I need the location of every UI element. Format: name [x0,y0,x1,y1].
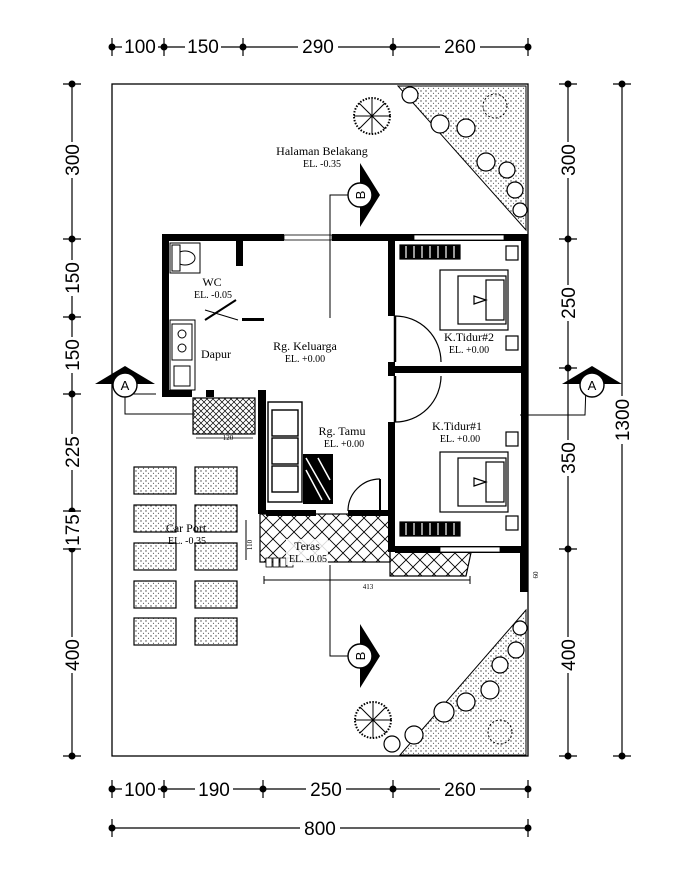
label-terrace-width: 413 [363,583,374,591]
elev-wc: EL. -0.05 [194,290,232,301]
section-marker-a-left: A [95,366,155,398]
section-label-a-right: A [588,378,597,393]
label-bedroom-1: K.Tidur#1 [432,419,482,433]
label-living-room: Rg. Tamu [319,424,366,438]
dim-top-4: 260 [444,37,476,58]
section-marker-a-right: A [562,366,622,398]
label-kitchen: Dapur [201,347,231,361]
door-swings [204,299,442,512]
dim-bottom-4: 260 [444,780,476,801]
room-labels: Halaman Belakang EL. -0.35 WC EL. -0.05 … [166,144,540,591]
elev-living-room: EL. +0.00 [324,439,364,450]
dim-right-1: 300 [559,144,580,176]
section-marker-b-bottom: B [347,624,380,688]
dim-left-1: 300 [63,144,84,176]
toilet [169,242,201,274]
label-kitchen-bench: 120 [223,434,234,442]
dim-right-2: 250 [559,287,580,319]
label-backyard: Halaman Belakang [276,144,368,158]
elev-backyard: EL. -0.35 [303,159,341,170]
label-terrace: Teras [294,539,320,553]
garden-bottom-right [354,608,528,756]
section-marker-b-top: B [347,163,380,227]
section-label-b-top: B [353,191,368,200]
dim-top-2: 150 [187,37,219,58]
dim-left-5: 175 [63,514,84,546]
dimension-labels: 100 150 290 260 100 190 250 260 800 300 … [63,36,634,840]
elev-family-room: EL. +0.00 [285,354,325,365]
section-label-b-bottom: B [353,652,368,661]
section-label-a-left: A [121,378,130,393]
dim-bottom-2: 190 [198,780,230,801]
elev-carport: EL. -0.35 [168,536,206,547]
palm-bottom [355,702,391,738]
dim-top-3: 290 [302,37,334,58]
dim-total-height: 1300 [613,399,634,441]
dim-left-3: 150 [63,339,84,371]
carport-paving [133,466,238,646]
sofa-set [267,401,303,503]
dim-left-6: 400 [63,639,84,671]
dim-right-4: 400 [559,639,580,671]
label-wc: WC [202,275,221,289]
label-step: 60 [532,571,540,579]
dim-left-4: 225 [63,436,84,468]
palm-top [354,98,390,134]
dim-bottom-3: 250 [310,780,342,801]
dim-bottom-1: 100 [124,780,156,801]
elev-bedroom-1: EL. +0.00 [440,434,480,445]
dim-left-2: 150 [63,262,84,294]
bed-bedroom-1 [399,431,519,537]
dim-top-1: 100 [124,37,156,58]
windows [283,234,505,553]
elev-bedroom-2: EL. +0.00 [449,345,489,356]
label-family-room: Rg. Keluarga [273,339,337,353]
dim-right-3: 350 [559,442,580,474]
bed-bedroom-2 [399,244,519,351]
kitchen-counter [169,319,196,391]
dim-total-width: 800 [304,819,336,840]
coffee-table [303,454,333,504]
label-terrace-depth: 110 [246,539,254,550]
label-bedroom-2: K.Tidur#2 [444,330,494,344]
garden-top-right [353,85,528,232]
kitchen-service-area [192,397,256,435]
label-carport: Car Port [166,521,207,535]
elev-terrace: EL. -0.05 [289,554,327,565]
